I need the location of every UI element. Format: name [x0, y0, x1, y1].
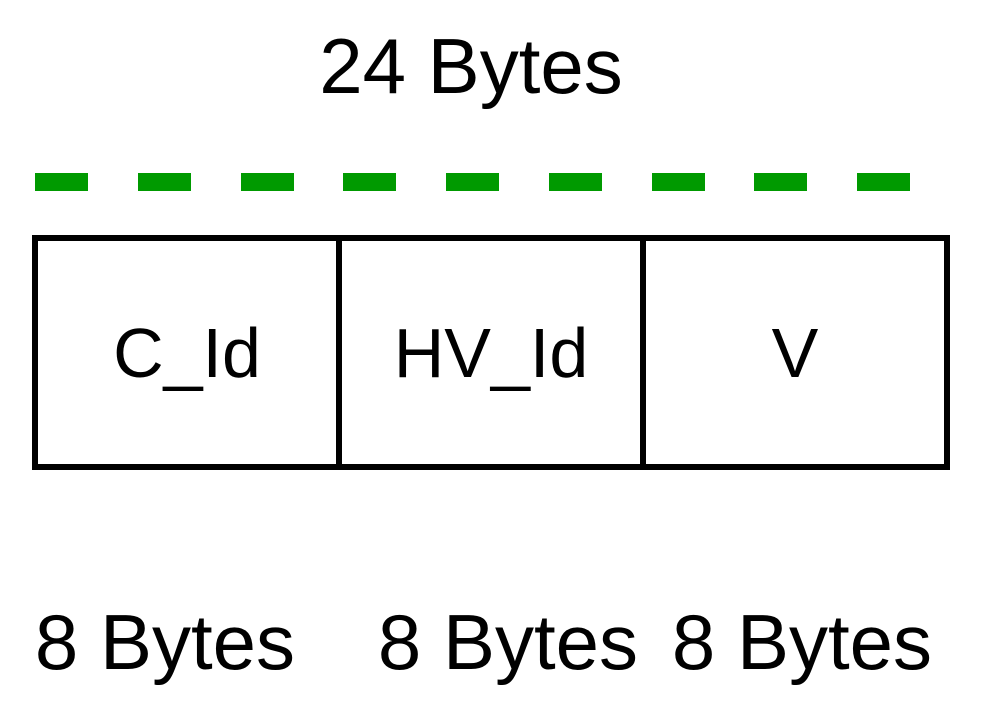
field-cell-v: V — [771, 313, 819, 392]
green-dash — [137, 173, 191, 191]
green-dash — [343, 173, 397, 191]
total-size-title: 24 Bytes — [319, 22, 623, 110]
green-dash — [446, 173, 499, 191]
green-dash — [651, 173, 705, 191]
green-dash — [857, 173, 910, 191]
field-cell-hv-id: HV_Id — [336, 241, 646, 464]
field-size-label-c-id: 8 Bytes — [34, 598, 296, 686]
green-dash — [240, 173, 294, 191]
field-size-label-hv-id: 8 Bytes — [377, 598, 639, 686]
green-dash — [754, 173, 808, 191]
field-cell-c-id: C_Id — [113, 313, 261, 392]
green-dashed-line — [35, 173, 910, 191]
green-dash — [35, 173, 88, 191]
green-dash — [548, 173, 602, 191]
field-size-label-v: 8 Bytes — [671, 598, 933, 686]
byte-fields-row: C_Id HV_Id V — [32, 235, 950, 470]
